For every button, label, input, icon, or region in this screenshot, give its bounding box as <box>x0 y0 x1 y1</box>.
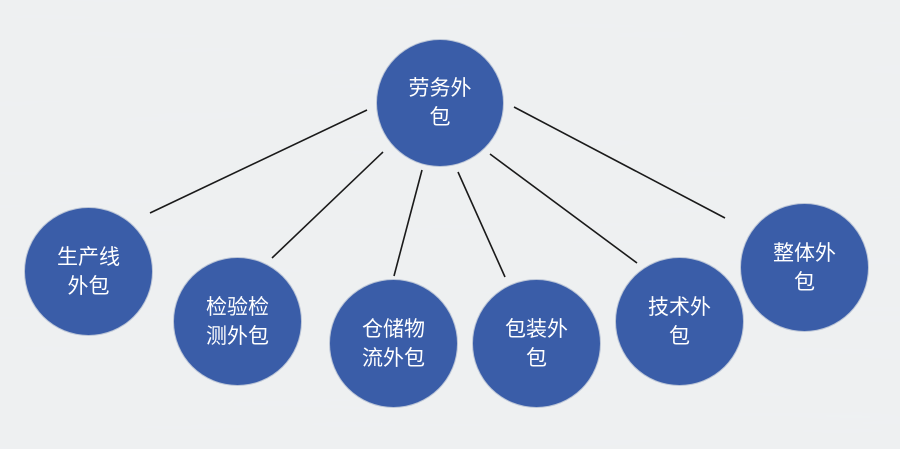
node-label-inspection: 检验检 测外包 <box>206 293 269 351</box>
node-label-line: 检验检 <box>206 294 269 319</box>
node-production-line-outsourcing: 生产线 外包 <box>25 208 152 335</box>
node-label-line: 技术外 <box>648 294 711 319</box>
node-label-root: 劳务外 包 <box>409 74 472 132</box>
node-label-production: 生产线 外包 <box>57 243 120 301</box>
node-label-line: 测外包 <box>206 323 269 348</box>
node-label-line: 包 <box>669 323 690 348</box>
node-label-line: 外包 <box>67 273 110 298</box>
node-inspection-testing-outsourcing: 检验检 测外包 <box>174 258 301 385</box>
connector-line-packaging <box>457 171 506 278</box>
node-label-line: 仓储物 <box>362 316 425 341</box>
node-label-line: 包装外 <box>505 316 568 341</box>
connector-line-inspection <box>271 151 384 259</box>
node-label-line: 包 <box>794 269 815 294</box>
node-label-line: 包 <box>526 345 547 370</box>
node-label-whole: 整体外 包 <box>773 239 836 297</box>
node-label-line: 生产线 <box>57 244 120 269</box>
node-labor-outsourcing: 劳务外 包 <box>377 40 503 166</box>
node-label-line: 整体外 <box>773 240 836 265</box>
node-label-warehouse: 仓储物 流外包 <box>362 315 425 373</box>
node-label-line: 劳务外 <box>408 76 472 100</box>
node-label-line: 包 <box>429 105 451 129</box>
connector-line-whole <box>513 106 726 219</box>
node-packaging-outsourcing: 包装外 包 <box>473 280 600 407</box>
node-label-technical: 技术外 包 <box>648 293 711 351</box>
node-warehouse-logistics-outsourcing: 仓储物 流外包 <box>330 280 457 407</box>
node-label-packaging: 包装外 包 <box>505 315 568 373</box>
node-label-line: 流外包 <box>362 345 425 370</box>
connector-line-warehouse <box>393 169 423 277</box>
node-technical-outsourcing: 技术外 包 <box>616 258 743 385</box>
connector-line-technical <box>489 153 638 264</box>
node-whole-outsourcing: 整体外 包 <box>741 204 868 331</box>
connector-line-production <box>149 109 368 214</box>
